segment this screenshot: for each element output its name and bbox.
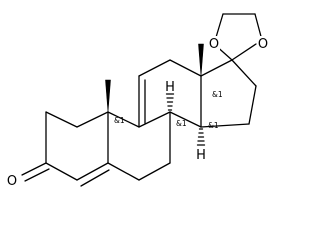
bond-c17-o-right	[231, 43, 257, 61]
stereo-labels: &1 &1 &1 &1	[114, 90, 223, 130]
bond-c13-c17	[200, 59, 233, 77]
bond-c1-c2	[76, 111, 109, 128]
bond-c6b-c5b	[107, 162, 140, 181]
bond-c9-c8	[138, 111, 171, 128]
atom-hydrogen-c8: H	[165, 80, 175, 95]
bond-c14-c8	[169, 111, 202, 128]
atom-oxygen-ketone: O	[7, 174, 17, 189]
bond-c12-c13	[169, 59, 202, 77]
wedge-c10-methyl	[105, 79, 111, 113]
bond-c5-c6	[76, 162, 109, 181]
bonds	[21, 13, 264, 187]
stereo-label-c8: &1	[176, 119, 187, 128]
bond-c16-c15	[248, 85, 257, 125]
bond-c4-o-ketone-double	[24, 168, 50, 182]
bond-c10-c9	[107, 111, 140, 128]
wedge-c13-methyl	[198, 43, 204, 77]
steroid-dioxolane-structure: O O O H H &1 &1 &1 &1	[6, 13, 269, 189]
bond-c11-c12	[138, 59, 171, 77]
atom-labels: O O O H H	[6, 36, 269, 189]
bond-c2-c3	[45, 111, 78, 128]
atom-oxygen-dioxolane-left: O	[209, 37, 219, 52]
atom-oxygen-dioxolane-right: O	[258, 37, 268, 52]
bond-c4-c5	[45, 162, 78, 181]
hash-c8-h	[165, 93, 175, 111]
bond-c7-c6b	[138, 162, 171, 181]
bond-c17-c16	[231, 59, 257, 87]
bond-c5-c6-double	[80, 169, 110, 187]
stereo-label-c10: &1	[114, 116, 125, 125]
atom-hydrogen-c14: H	[196, 148, 206, 163]
stereo-label-c14: &1	[208, 121, 219, 130]
bond-c15-c14	[200, 123, 250, 128]
bond-c4-o-ketone	[21, 162, 47, 176]
hash-c14-h	[196, 128, 206, 146]
stereo-label-c13: &1	[212, 90, 223, 99]
